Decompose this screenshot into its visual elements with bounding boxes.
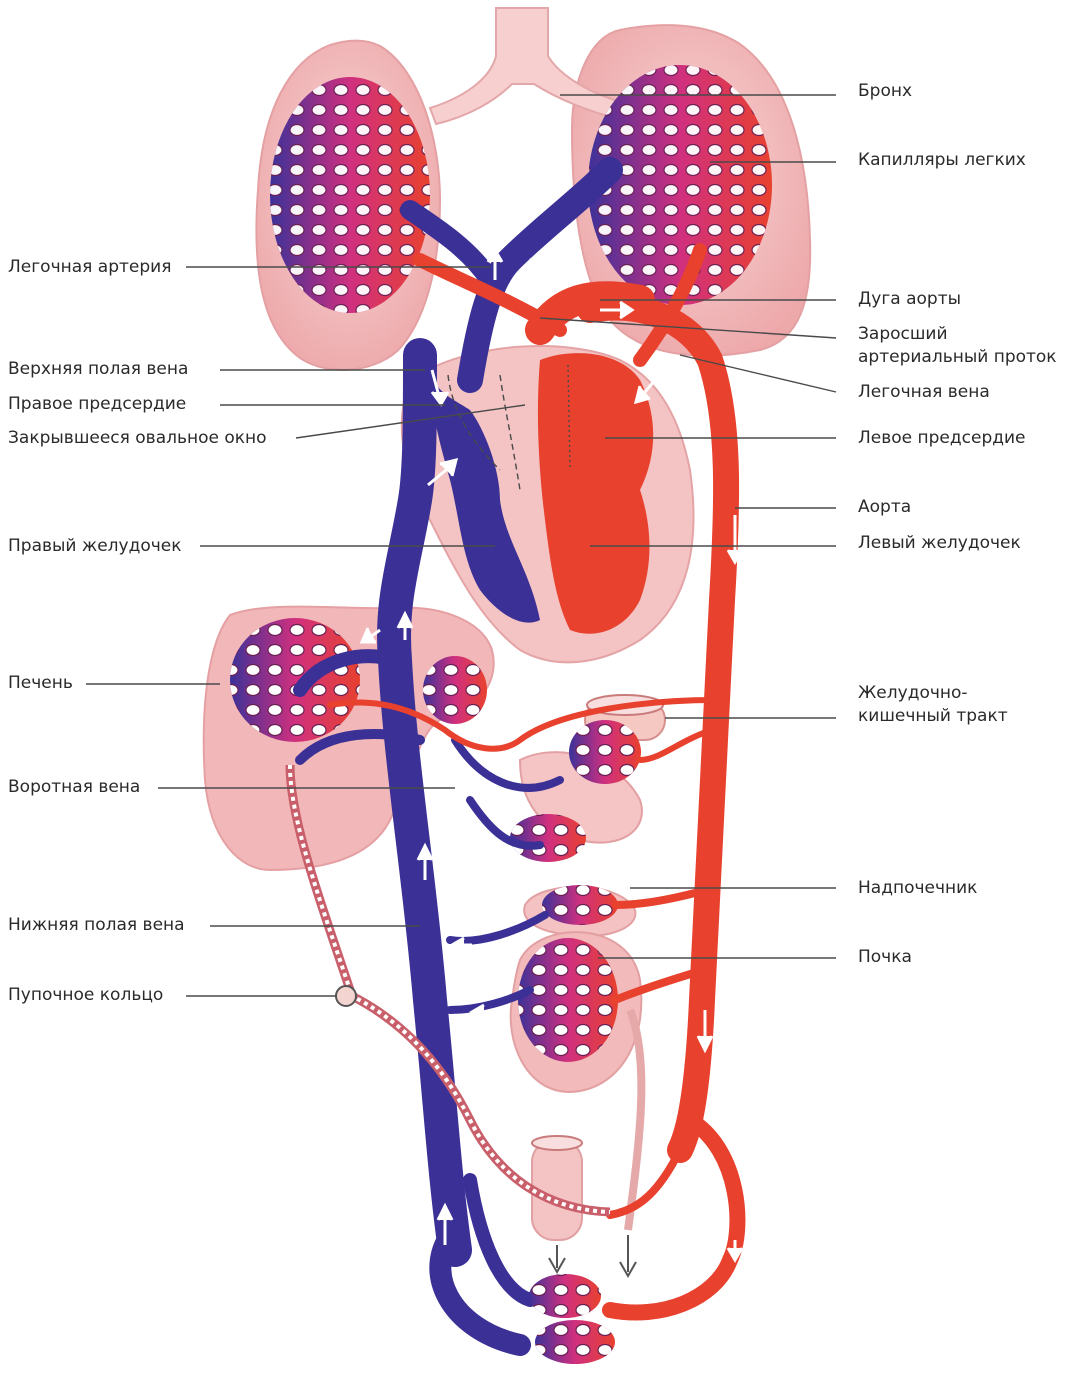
label-pulmonary-artery: Легочная артерия [8, 256, 171, 278]
label-liver: Печень [8, 672, 73, 694]
umbilical-ring-marker [336, 986, 356, 1006]
label-right-ventricle: Правый желудочек [8, 535, 182, 557]
excretion-arrows [549, 1235, 636, 1276]
label-inferior-vena-cava: Нижняя полая вена [8, 914, 185, 936]
label-umbilical-ring: Пупочное кольцо [8, 984, 163, 1006]
label-closed-ductus-line1: Заросший [858, 323, 948, 345]
label-closed-oval-window: Закрывшееся овальное окно [8, 427, 267, 449]
label-bronchus: Бронх [858, 80, 912, 102]
adrenal-gland [524, 885, 635, 936]
label-adrenal-gland: Надпочечник [858, 877, 977, 899]
label-pulmonary-vein: Легочная вена [858, 381, 990, 403]
label-portal-vein: Воротная вена [8, 776, 140, 798]
label-aorta: Аорта [858, 496, 911, 518]
label-gi-tract-line1: Желудочно- [858, 682, 968, 704]
gi-tract [510, 695, 665, 862]
lower-capillary-beds [529, 1274, 615, 1364]
bladder [532, 1136, 582, 1240]
label-kidney: Почка [858, 946, 912, 968]
label-closed-ductus-line2: артериальный проток [858, 346, 1057, 368]
label-left-ventricle: Левый желудочек [858, 532, 1021, 554]
label-aortic-arch: Дуга аорты [858, 288, 961, 310]
label-left-atrium: Левое предсердие [858, 427, 1026, 449]
label-superior-vena-cava: Верхняя полая вена [8, 358, 188, 380]
label-gi-tract-line2: кишечный тракт [858, 705, 1008, 727]
label-right-atrium: Правое предсердие [8, 393, 186, 415]
label-lung-capillaries: Капилляры легких [858, 149, 1026, 171]
